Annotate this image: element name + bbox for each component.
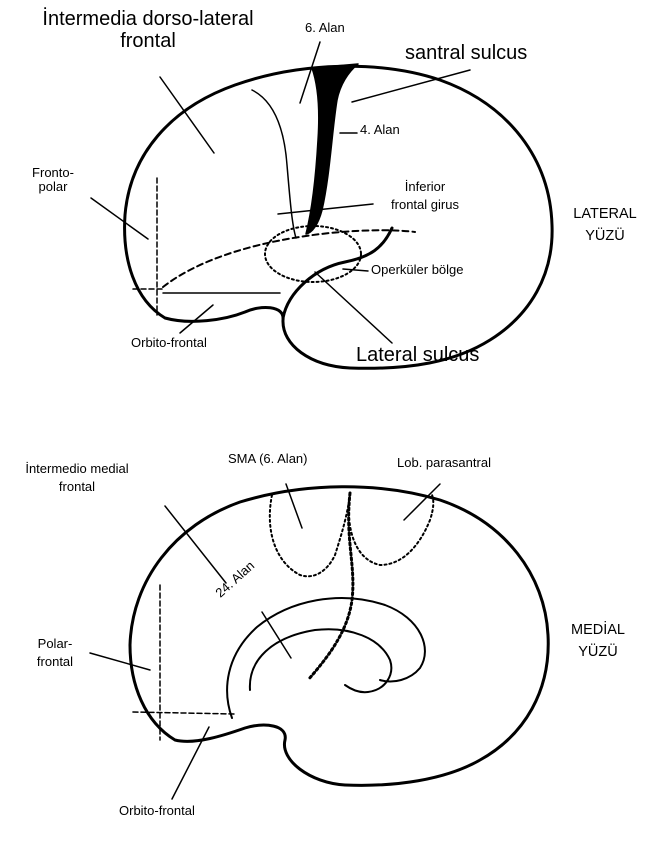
label-intermedia-line1: İntermedia dorso-lateral — [8, 8, 288, 30]
label-central-sulcus: santral sulcus — [405, 42, 527, 64]
lateral-view — [91, 42, 552, 368]
label-area4: 4. Alan — [360, 123, 400, 137]
leader-frontopolar — [91, 198, 148, 239]
label-lateral-sulcus: Lateral sulcus — [356, 344, 479, 366]
label-orbitofrontal-lateral: Orbito-frontal — [131, 336, 207, 350]
label-medial-view: MEDİAL YÜZÜ — [548, 623, 648, 661]
medial-central-dotted — [308, 493, 353, 680]
leader-paracentral — [404, 484, 440, 520]
label-paracentral: Lob. parasantral — [397, 456, 491, 470]
label-polar-frontal: Polar- frontal — [20, 637, 90, 670]
label-intermedio-medial: İntermedio medial frontal — [2, 462, 152, 495]
label-lateral-view-line2: YÜZÜ — [555, 229, 655, 245]
label-intermedio-line2: frontal — [2, 480, 152, 494]
leader-polar — [90, 653, 150, 670]
label-intermedia-line2: frontal — [8, 30, 288, 52]
sma-region — [270, 493, 350, 576]
leader-lateral-sulcus — [315, 272, 392, 343]
label-lateral-view: LATERAL YÜZÜ — [555, 207, 655, 245]
leader-inferior — [278, 204, 373, 214]
label-medial-view-line1: MEDİAL — [548, 623, 648, 639]
label-inferior-line1: İnferior — [370, 180, 480, 194]
label-frontopolar-line2: polar — [18, 180, 88, 194]
label-opercular: Operküler bölge — [371, 263, 464, 277]
label-orbitofrontal-medial: Orbito-frontal — [119, 804, 195, 818]
leader-intermedia — [160, 77, 214, 153]
label-inferior-frontal-gyrus: İnferior frontal girus — [370, 180, 480, 213]
label-inferior-line2: frontal girus — [370, 198, 480, 212]
label-polar-line2: frontal — [20, 655, 90, 669]
label-intermedia-dorsolateral: İntermedia dorso-lateral frontal — [8, 8, 288, 52]
label-frontopolar-line1: Fronto- — [18, 166, 88, 180]
label-sma: SMA (6. Alan) — [228, 452, 307, 466]
leader-orbitofrontal — [180, 305, 213, 333]
label-frontopolar: Fronto- polar — [18, 166, 88, 195]
leader-medial-orbitofrontal — [172, 727, 209, 799]
medial-view — [90, 484, 548, 799]
corpus-callosum — [250, 629, 391, 692]
lateral-brain-outline — [125, 66, 553, 368]
label-area6: 6. Alan — [305, 21, 345, 35]
label-polar-line1: Polar- — [20, 637, 90, 651]
label-intermedio-line1: İntermedio medial — [2, 462, 152, 476]
leader-opercular — [343, 269, 368, 271]
label-lateral-view-line1: LATERAL — [555, 207, 655, 223]
label-medial-view-line2: YÜZÜ — [548, 645, 648, 661]
area6-boundary — [252, 90, 296, 238]
